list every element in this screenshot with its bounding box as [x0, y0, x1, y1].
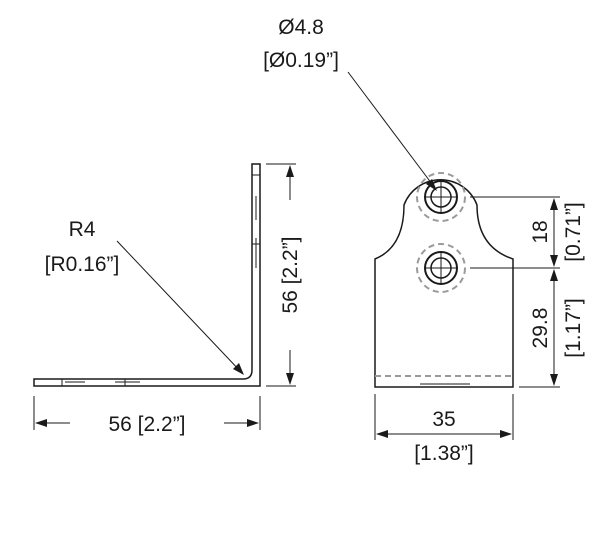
front-view: Ø4.8 [Ø0.19”] 18 [0.71”] 29.8 [1.17”] 35…: [263, 16, 585, 465]
front-width-arrow-right: [500, 430, 512, 438]
height-arrow-top: [286, 165, 294, 177]
lower-hole-label-inches: [1.17”]: [562, 298, 585, 358]
l-profile-outline: [33, 163, 261, 387]
hole-leader-line: [347, 71, 436, 189]
lower-hole-arrow-top: [550, 269, 558, 281]
hole-spacing-arrow-bottom: [550, 255, 558, 267]
side-height-label: 56 [2.2”]: [279, 236, 302, 313]
front-width-label: 35: [432, 408, 455, 431]
side-view: 56 [2.2”] 56 [2.2”] R4 [R0.16”]: [33, 163, 302, 436]
hole-diameter-label: Ø4.8: [278, 16, 324, 39]
width-arrow-left: [35, 419, 47, 427]
hole-leader-arrow: [426, 179, 437, 191]
front-width-arrow-left: [376, 430, 388, 438]
upper-hole-countersink: [416, 172, 466, 222]
front-width-label-inches: [1.38”]: [414, 442, 474, 465]
radius-label: R4: [69, 218, 96, 241]
radius-label-inches: [R0.16”]: [45, 253, 120, 276]
lower-hole-arrow-bottom: [550, 374, 558, 386]
hole-diameter-label-inches: [Ø0.19”]: [263, 49, 339, 72]
height-arrow-bottom: [286, 373, 294, 385]
hole-spacing-label-inches: [0.71”]: [562, 202, 585, 262]
width-arrow-right: [247, 419, 259, 427]
side-width-label: 56 [2.2”]: [108, 413, 185, 436]
plate-outline: [374, 179, 514, 388]
radius-leader-line: [116, 240, 243, 374]
lower-hole-label: 29.8: [529, 308, 552, 349]
radius-leader-arrow: [233, 363, 244, 375]
hole-spacing-arrow-top: [550, 198, 558, 210]
lower-hole-countersink: [416, 243, 466, 293]
hole-spacing-label: 18: [529, 220, 552, 243]
